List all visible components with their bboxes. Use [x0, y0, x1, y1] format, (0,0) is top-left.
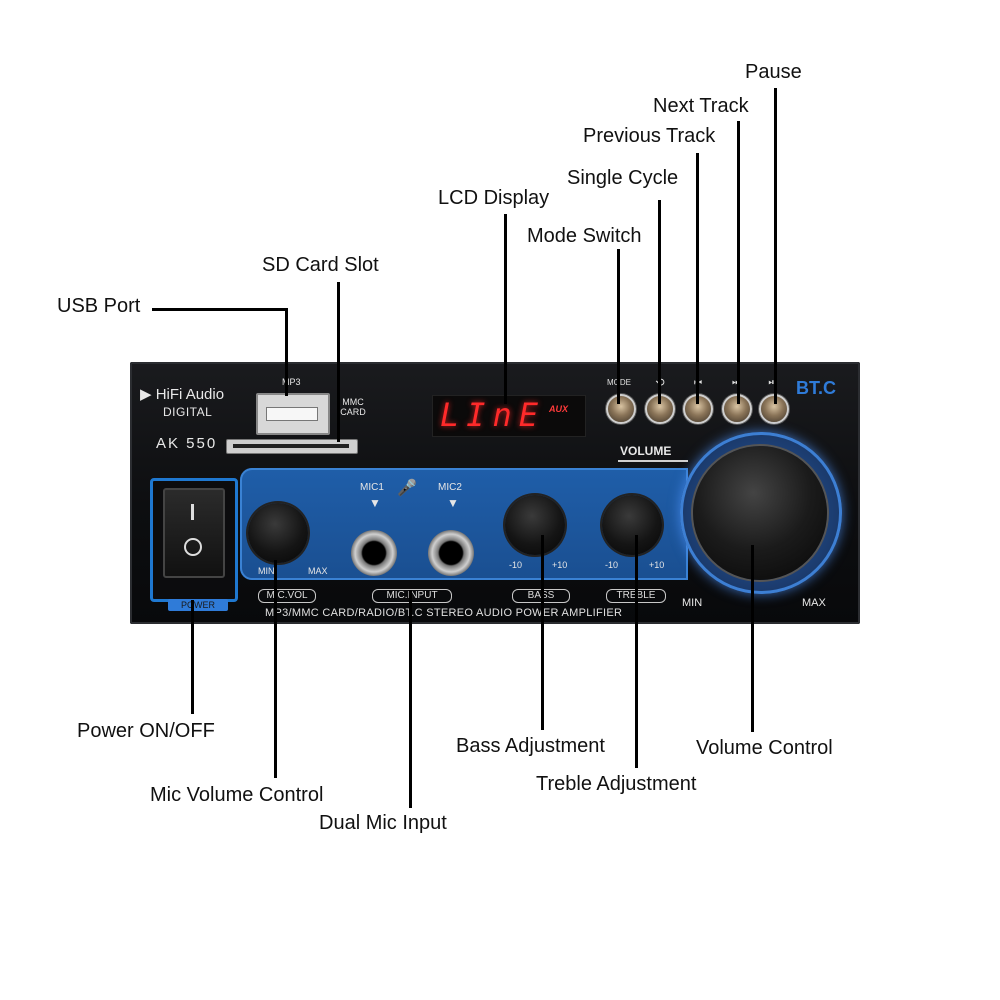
mic-volume-leader	[274, 560, 277, 778]
power-on-mark	[191, 504, 194, 520]
power-switch[interactable]	[163, 488, 225, 578]
volume-callout: Volume Control	[696, 737, 833, 759]
play-pause-icon: ⏯	[768, 377, 776, 387]
product-description-strip: MP3/MMC CARD/RADIO/BT.C STEREO AUDIO POW…	[265, 607, 623, 619]
volume-max-label: MAX	[802, 597, 826, 609]
treble-knob[interactable]	[602, 495, 662, 555]
mic2-jack[interactable]	[428, 530, 474, 576]
next-track-leader	[737, 121, 740, 404]
lcd-display	[432, 395, 586, 437]
brand-subtitle: DIGITAL	[163, 405, 213, 419]
usb-label: MP3	[282, 377, 301, 387]
volume-label: VOLUME	[620, 444, 672, 458]
mode-switch-callout: Mode Switch	[527, 225, 642, 247]
lcd-main-text: LInE	[440, 396, 546, 434]
model-number: AK 550	[156, 435, 218, 452]
dual-mic-callout: Dual Mic Input	[319, 812, 447, 834]
mic-vol-max-label: MAX	[308, 566, 328, 576]
mic-vol-min-label: MIN	[258, 566, 275, 576]
mic2-label: MIC2	[438, 482, 462, 493]
mic-vol-label: MIC.VOL	[258, 589, 316, 603]
previous-track-callout: Previous Track	[583, 125, 716, 147]
treble-plus-label: +10	[649, 560, 665, 570]
bass-plus-label: +10	[552, 560, 568, 570]
volume-underline	[618, 460, 688, 462]
lcd-display-callout: LCD Display	[438, 187, 550, 209]
brand-logo: ▶ HiFi Audio	[140, 386, 225, 403]
lcd-aux-text: AUX	[549, 404, 569, 414]
single-cycle-callout: Single Cycle	[567, 167, 679, 189]
dual-mic-leader	[409, 590, 412, 808]
mic-volume-knob[interactable]	[248, 503, 308, 563]
treble-callout: Treble Adjustment	[536, 773, 697, 795]
next-track-callout: Next Track	[653, 95, 749, 117]
mode-switch-leader	[617, 249, 620, 404]
pause-leader	[774, 88, 777, 404]
treble-minus-label: -10	[605, 560, 619, 570]
usb-port-leader-v	[285, 308, 288, 396]
lcd-display-leader	[504, 214, 507, 404]
mic-volume-callout: Mic Volume Control	[150, 784, 324, 806]
microphone-icon: 🎤	[397, 480, 417, 497]
bluetooth-label: BT.C	[796, 378, 836, 398]
power-callout: Power ON/OFF	[77, 720, 215, 742]
bass-callout: Bass Adjustment	[456, 735, 605, 757]
bass-leader	[541, 535, 544, 730]
usb-port[interactable]	[256, 393, 330, 435]
mic1-jack[interactable]	[351, 530, 397, 576]
previous-track-leader	[696, 153, 699, 404]
volume-min-label: MIN	[682, 597, 703, 609]
bass-knob[interactable]	[505, 495, 565, 555]
mic2-arrow-icon: ▼	[447, 496, 459, 510]
mic1-arrow-icon: ▼	[369, 496, 381, 510]
mic-input-label: MIC.INPUT	[372, 589, 452, 603]
bass-minus-label: -10	[509, 560, 523, 570]
mmc-card-label: MMC CARD	[340, 397, 366, 417]
volume-knob[interactable]	[693, 446, 827, 580]
volume-leader	[751, 545, 754, 732]
mic1-label: MIC1	[360, 482, 384, 493]
pause-callout: Pause	[745, 61, 802, 83]
sd-card-slot[interactable]	[226, 439, 358, 454]
sd-card-slot-callout: SD Card Slot	[262, 254, 379, 276]
power-off-mark	[184, 538, 202, 556]
sd-card-slot-leader	[337, 282, 340, 442]
power-leader	[191, 600, 194, 714]
single-cycle-leader	[658, 200, 661, 404]
usb-port-leader-h	[152, 308, 288, 311]
treble-leader	[635, 535, 638, 768]
mode-switch-button[interactable]	[606, 394, 636, 424]
next-icon: ⏭	[731, 377, 741, 387]
usb-port-callout: USB Port	[57, 295, 141, 317]
power-label: POWER	[168, 599, 228, 611]
